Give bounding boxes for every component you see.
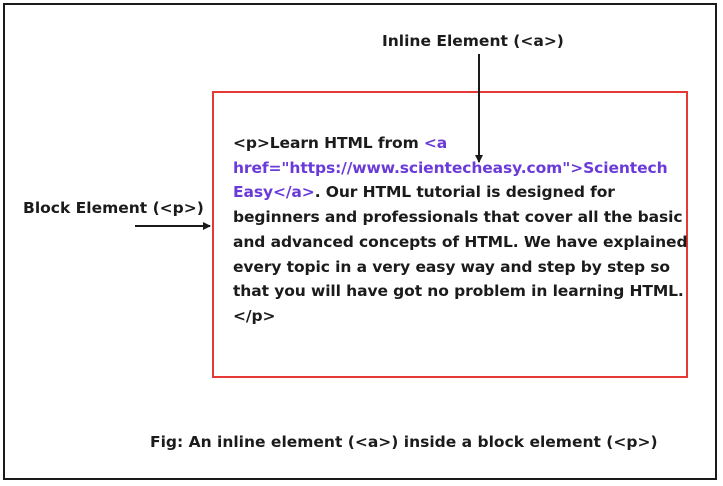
code-line-7: that you will have got no problem in lea… (233, 282, 684, 301)
code-line-3-text: . Our HTML tutorial is designed for (314, 183, 615, 202)
code-line-8: </p> (233, 306, 276, 325)
code-line-1: <p>Learn HTML from <a (233, 131, 681, 156)
block-element-label: Block Element (<p>) (23, 199, 204, 217)
code-line-3-anchor: Easy</a> (233, 183, 315, 202)
code-line-6: every topic in a very easy way and step … (233, 257, 670, 276)
code-line-1-text: <p>Learn HTML from (233, 134, 424, 152)
code-line-3: Easy</a>. Our HTML tutorial is designed … (233, 180, 681, 205)
block-element-box (212, 91, 688, 378)
code-line-5: and advanced concepts of HTML. We have e… (233, 232, 688, 251)
code-line-4: beginners and professionals that cover a… (233, 208, 683, 227)
code-line-2-anchor: href="https://www.scientecheasy.com">Sci… (233, 158, 668, 177)
outer-frame (3, 3, 717, 480)
inline-element-label: Inline Element (<a>) (382, 32, 564, 50)
figure-caption: Fig: An inline element (<a>) inside a bl… (150, 433, 658, 451)
html-code-snippet: <p>Learn HTML from <a href="https://www.… (233, 131, 688, 329)
code-line-1-anchor: <a (423, 134, 448, 152)
